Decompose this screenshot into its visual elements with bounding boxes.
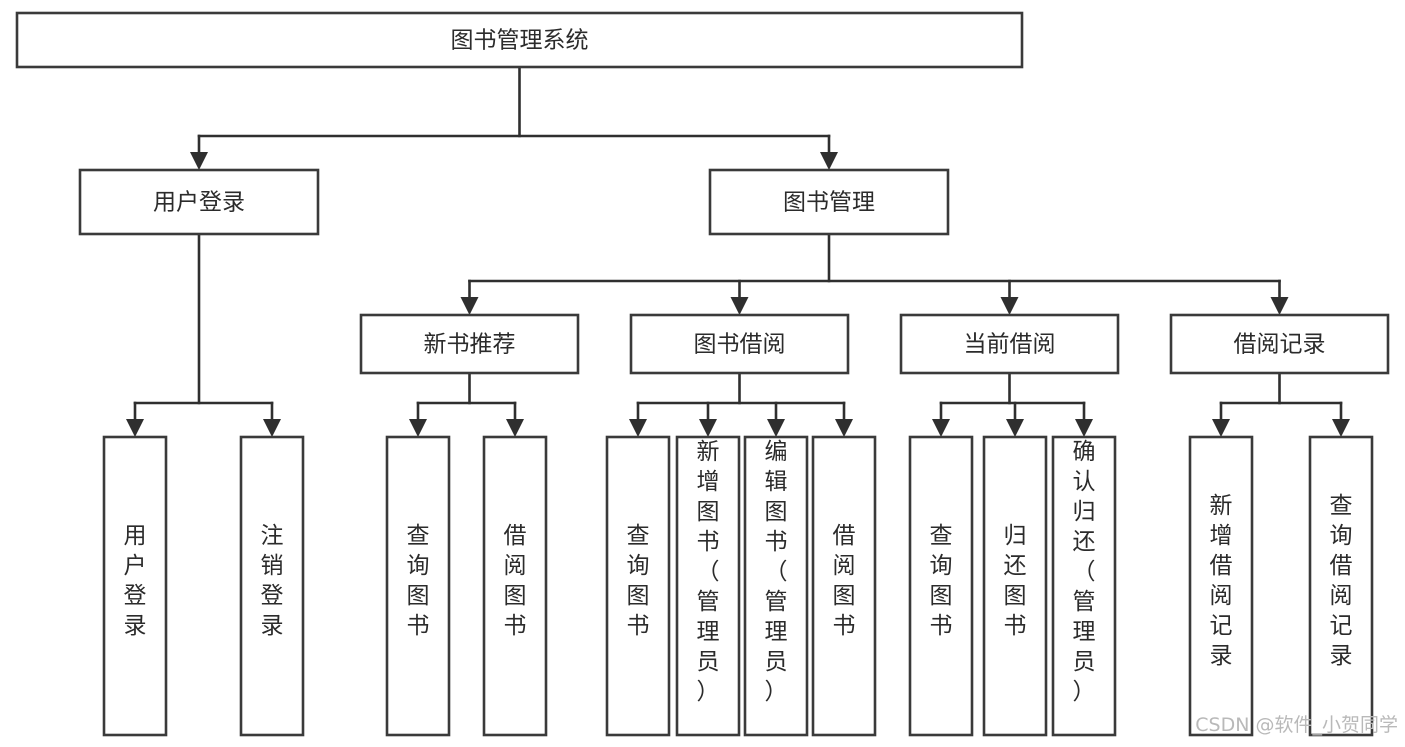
- node-root-label: 图书管理系统: [451, 28, 589, 54]
- node-borrow-record[interactable]: 借阅记录: [1169, 313, 1390, 375]
- edge-arrowhead: [767, 419, 785, 437]
- node-leaf-borrow-query-book[interactable]: 查询图书: [605, 435, 671, 737]
- node-book-borrow-box[interactable]: [629, 313, 850, 375]
- edge-arrowhead: [506, 419, 524, 437]
- node-book-manage-label: 图书管理: [783, 190, 875, 216]
- edge-group-book-manage: [460, 232, 1289, 315]
- node-book-manage-box[interactable]: [708, 168, 950, 236]
- node-leaf-user-login-box[interactable]: [102, 435, 168, 737]
- node-leaf-borrow-add-book[interactable]: 新增图书（管理员）: [675, 435, 741, 737]
- edge-arrowhead: [629, 419, 647, 437]
- node-new-book-recommend-box[interactable]: [359, 313, 580, 375]
- edge-group-root: [190, 65, 838, 170]
- edge-arrowhead: [460, 297, 479, 315]
- node-user-login-box[interactable]: [78, 168, 320, 236]
- node-book-borrow-label: 图书借阅: [694, 332, 786, 358]
- node-leaf-borrow-borrow-book-box[interactable]: [811, 435, 877, 737]
- edge-arrowhead: [1075, 419, 1093, 437]
- edge-arrowhead: [835, 419, 853, 437]
- node-root-box[interactable]: [15, 11, 1024, 69]
- node-leaf-rec-borrow-book-label: 借阅图书: [504, 523, 527, 639]
- node-leaf-cur-return-book-box[interactable]: [982, 435, 1048, 737]
- csdn-watermark: CSDN @软件_小贺同学: [1195, 714, 1398, 736]
- node-leaf-borrow-edit-book-box[interactable]: [743, 435, 809, 737]
- node-leaf-cur-return-book[interactable]: 归还图书: [982, 435, 1048, 737]
- node-leaf-rec-query-record-box[interactable]: [1308, 435, 1374, 737]
- edge-arrowhead: [820, 152, 838, 170]
- node-borrow-record-label: 借阅记录: [1234, 332, 1326, 358]
- node-leaf-cur-confirm-return-box[interactable]: [1051, 435, 1117, 737]
- node-book-borrow[interactable]: 图书借阅: [629, 313, 850, 375]
- node-root[interactable]: 图书管理系统: [15, 11, 1024, 69]
- node-leaf-borrow-borrow-book[interactable]: 借阅图书: [811, 435, 877, 737]
- node-leaf-rec-query-book[interactable]: 查询图书: [385, 435, 451, 737]
- node-leaf-user-logout-label: 注销登录: [261, 523, 284, 639]
- node-borrow-record-box[interactable]: [1169, 313, 1390, 375]
- node-leaf-borrow-borrow-book-label: 借阅图书: [833, 523, 856, 639]
- edge-arrowhead: [190, 152, 208, 170]
- node-leaf-user-logout[interactable]: 注销登录: [239, 435, 305, 737]
- node-leaf-cur-confirm-return-label: 确认归还（管理员）: [1073, 439, 1096, 705]
- edge-arrowhead: [263, 419, 281, 437]
- edge-arrowhead: [126, 419, 144, 437]
- node-leaf-rec-query-book-box[interactable]: [385, 435, 451, 737]
- node-current-borrow-box[interactable]: [899, 313, 1120, 375]
- node-leaf-cur-query-book-label: 查询图书: [930, 523, 953, 639]
- edge-arrowhead: [932, 419, 950, 437]
- node-leaf-borrow-add-book-label: 新增图书（管理员）: [697, 439, 720, 705]
- edge-arrowhead: [1270, 297, 1289, 315]
- node-user-login[interactable]: 用户登录: [78, 168, 320, 236]
- node-leaf-cur-confirm-return[interactable]: 确认归还（管理员）: [1051, 435, 1117, 737]
- edges-layer: [126, 65, 1350, 437]
- edge-group-book-borrow: [629, 371, 853, 437]
- edge-arrowhead: [1212, 419, 1230, 437]
- node-leaf-borrow-edit-book[interactable]: 编辑图书（管理员）: [743, 435, 809, 737]
- node-current-borrow[interactable]: 当前借阅: [899, 313, 1120, 375]
- node-leaf-rec-add-record-label: 新增借阅记录: [1210, 493, 1233, 669]
- node-leaf-borrow-edit-book-label: 编辑图书（管理员）: [765, 439, 788, 705]
- node-new-book-recommend[interactable]: 新书推荐: [359, 313, 580, 375]
- edge-arrowhead: [1006, 419, 1024, 437]
- node-leaf-borrow-add-book-box[interactable]: [675, 435, 741, 737]
- node-current-borrow-label: 当前借阅: [964, 332, 1056, 358]
- node-leaf-rec-borrow-book[interactable]: 借阅图书: [482, 435, 548, 737]
- node-leaf-user-logout-box[interactable]: [239, 435, 305, 737]
- node-leaf-rec-query-book-label: 查询图书: [407, 523, 430, 639]
- node-user-login-label: 用户登录: [153, 190, 245, 216]
- node-leaf-rec-query-record[interactable]: 查询借阅记录: [1308, 435, 1374, 737]
- edge-group-current-borrow: [932, 371, 1093, 437]
- edge-group-new-book-recommend: [409, 371, 524, 437]
- edge-group-borrow-record: [1212, 371, 1350, 437]
- node-leaf-borrow-query-book-label: 查询图书: [627, 523, 650, 639]
- edge-arrowhead: [1000, 297, 1019, 315]
- node-leaf-cur-return-book-label: 归还图书: [1004, 523, 1027, 639]
- edge-arrowhead: [730, 297, 749, 315]
- edge-arrowhead: [699, 419, 717, 437]
- edge-arrowhead: [1332, 419, 1350, 437]
- node-new-book-recommend-label: 新书推荐: [424, 332, 516, 358]
- node-leaf-cur-query-book[interactable]: 查询图书: [908, 435, 974, 737]
- node-leaf-borrow-query-book-box[interactable]: [605, 435, 671, 737]
- node-leaf-user-login-label: 用户登录: [124, 523, 147, 639]
- node-leaf-rec-query-record-label: 查询借阅记录: [1330, 493, 1353, 669]
- node-book-manage[interactable]: 图书管理: [708, 168, 950, 236]
- edge-arrowhead: [409, 419, 427, 437]
- node-leaf-rec-add-record-box[interactable]: [1188, 435, 1254, 737]
- node-leaf-rec-add-record[interactable]: 新增借阅记录: [1188, 435, 1254, 737]
- node-leaf-cur-query-book-box[interactable]: [908, 435, 974, 737]
- node-leaf-user-login[interactable]: 用户登录: [102, 435, 168, 737]
- edge-group-user-login: [126, 232, 281, 437]
- nodes-layer: 图书管理系统用户登录图书管理新书推荐图书借阅当前借阅借阅记录用户登录注销登录查询…: [15, 11, 1390, 737]
- node-leaf-rec-borrow-book-box[interactable]: [482, 435, 548, 737]
